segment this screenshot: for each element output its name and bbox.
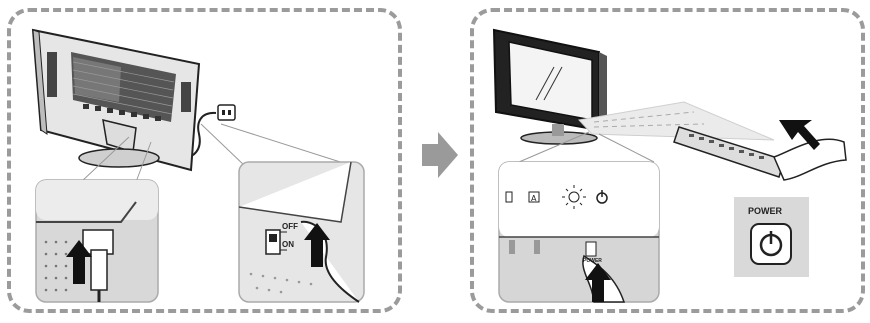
switch-on-label: ON (282, 240, 294, 249)
front-power-button-label: POWER (583, 258, 602, 264)
svg-text:A: A (531, 194, 537, 203)
step-connect-power-panel: OFF ON (7, 8, 402, 313)
step-arrow-icon (420, 130, 460, 180)
step-turn-on-panel: A (470, 8, 865, 313)
tv-front-illustration: A (474, 12, 861, 309)
power-switch-inset (239, 162, 364, 302)
front-panel-inset: A (499, 162, 659, 302)
switch-off-label: OFF (282, 222, 298, 231)
power-cord-inset (36, 180, 158, 302)
wall-outlet-icon (218, 105, 235, 120)
tv-rear-illustration (11, 12, 398, 309)
power-button-icon (751, 224, 791, 264)
power-label: POWER (748, 206, 782, 216)
